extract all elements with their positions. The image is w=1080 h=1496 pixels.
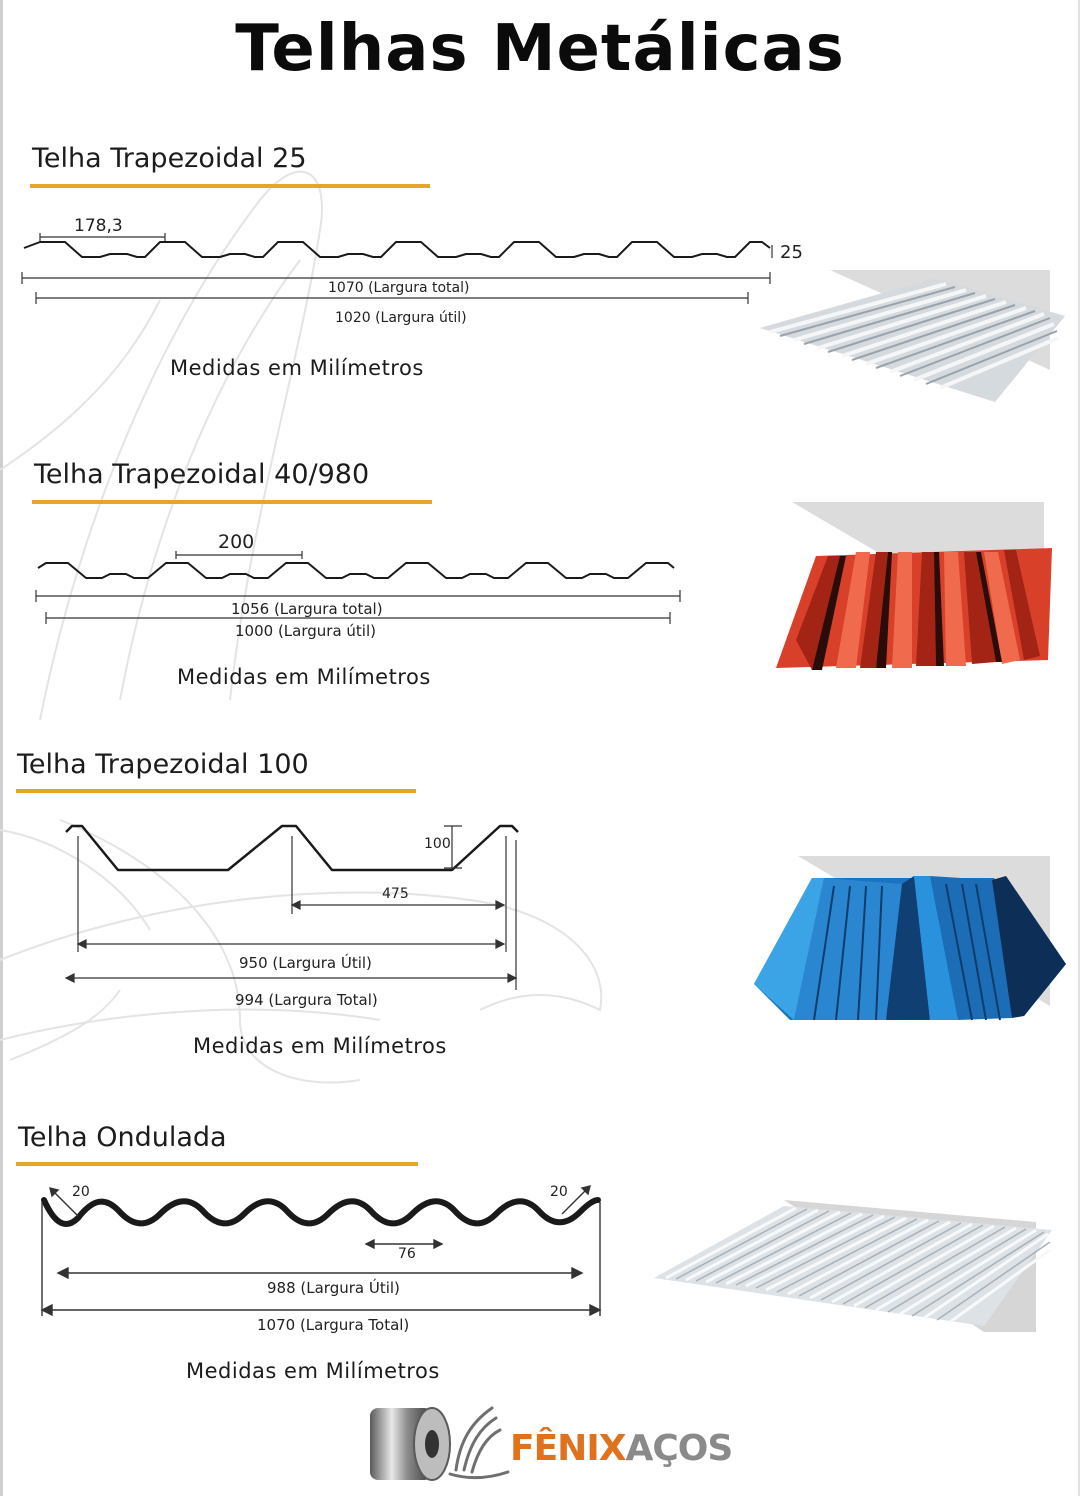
section-title-trapezoidal-40-980: Telha Trapezoidal 40/980 [34,459,370,490]
section-title-trapezoidal-25: Telha Trapezoidal 25 [32,143,307,174]
photo-trapezoidal-40-980 [776,502,1052,670]
dim-useful-width-label: 1000 (Largura útil) [235,622,376,640]
dim-total-width-label: 994 (Largura Total) [235,991,378,1009]
dim-height-label: 100 [424,836,451,852]
page-title: Telhas Metálicas [235,12,845,86]
section-rule [16,789,416,793]
brand-name-part1: FÊNIX [510,1428,626,1469]
fenix-acos-logo [370,1406,510,1481]
units-label: Medidas em Milímetros [170,356,424,380]
section-title-trapezoidal-100: Telha Trapezoidal 100 [17,749,309,780]
photo-trapezoidal-25 [760,270,1065,402]
dim-total-width-label: 1070 (Largura Total) [257,1316,410,1334]
page-border-right [1078,0,1080,1496]
dim-pitch-label: 76 [398,1246,416,1262]
dim-useful-width-label: 1020 (Largura útil) [335,310,467,326]
steel-coil-icon [370,1407,451,1481]
dim-pitch-label: 200 [218,531,255,553]
dim-pitch-label: 178,3 [74,216,123,236]
dim-height-label: 25 [780,242,803,263]
photo-ondulada [654,1200,1052,1332]
units-label: Medidas em Milímetros [177,665,431,689]
dim-useful-width-label: 950 (Largura Útil) [239,954,372,972]
section-title-ondulada: Telha Ondulada [18,1122,227,1153]
phoenix-icon [448,1406,510,1480]
dim-total-width-label: 1056 (Largura total) [231,600,383,618]
dim-edge-right-label: 20 [550,1184,568,1200]
brand-name: FÊNIXAÇOS [510,1428,733,1469]
section-rule [32,500,432,504]
page-border-left [0,0,3,1496]
dim-edge-left-label: 20 [72,1184,90,1200]
dim-pitch-label: 475 [382,886,409,902]
section-rule [30,184,430,188]
units-label: Medidas em Milímetros [186,1359,440,1383]
section-rule [16,1162,418,1166]
brand-name-part2: AÇOS [625,1428,733,1469]
photo-trapezoidal-100 [754,856,1066,1021]
units-label: Medidas em Milímetros [193,1034,447,1058]
dim-useful-width-label: 988 (Largura Útil) [267,1279,400,1297]
dim-total-width-label: 1070 (Largura total) [328,280,470,296]
